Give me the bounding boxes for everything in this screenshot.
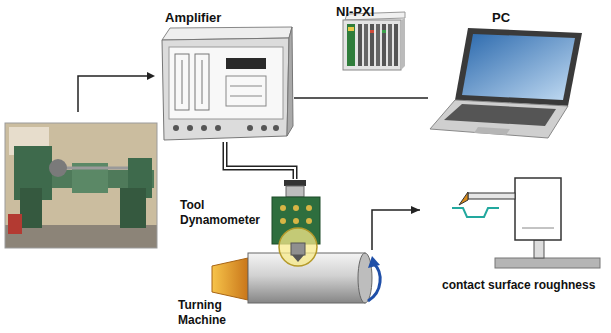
dynamometer-part <box>291 243 305 255</box>
amplifier-device-part <box>273 125 279 131</box>
amplifier-device-part <box>182 60 183 104</box>
laptop-part <box>462 34 575 100</box>
profilometer <box>452 178 600 268</box>
dynamometer-part <box>306 218 312 224</box>
arrow-head <box>294 98 428 99</box>
connector-line <box>372 210 420 250</box>
pxi-chassis-part <box>370 30 374 33</box>
pxi-chassis-part <box>347 24 355 66</box>
amplifier-device-part <box>226 58 266 69</box>
pxi-chassis-part <box>394 24 398 66</box>
lathe-arrow-part <box>147 72 155 80</box>
lathe-photo <box>5 123 157 248</box>
amplifier-device-part <box>201 125 207 131</box>
lathe-photo-part <box>49 159 67 177</box>
lathe-arrow <box>78 72 155 112</box>
amplifier-device-part <box>195 54 209 110</box>
workpiece-part <box>212 258 248 300</box>
amplifier-device-part <box>230 86 262 87</box>
dynamometer <box>272 180 320 266</box>
turning-node: Turning Machine <box>170 250 385 333</box>
pxi-chassis <box>343 12 405 70</box>
device-label: NI-PXI <box>336 4 374 19</box>
laptop-part <box>430 100 568 138</box>
amplifier-device-part <box>261 125 267 131</box>
connector <box>372 210 420 250</box>
daq-node: NI-PXI <box>333 0 411 72</box>
pxi-chassis-part <box>382 30 386 33</box>
dynamometer-part <box>293 218 299 224</box>
arrow-head <box>225 142 295 179</box>
amplifier-device-part <box>287 27 293 136</box>
pxi-chassis-part <box>388 24 392 66</box>
lathe-photo-part <box>5 225 157 248</box>
laptop <box>430 28 582 138</box>
device-label: Tool Dynamometer <box>180 198 266 228</box>
pc-node: PC <box>428 6 584 138</box>
profilometer-part <box>495 258 600 268</box>
profilometer-part <box>522 228 554 229</box>
pxi-chassis-part <box>401 18 405 70</box>
profilometer-part <box>468 193 515 199</box>
amplifier-device-part <box>230 96 262 97</box>
amplifier-device-part <box>247 125 253 131</box>
lathe-photo-part <box>5 123 157 248</box>
pxi-chassis-part <box>348 27 354 31</box>
profilometer-part <box>534 240 544 258</box>
profilometer-part <box>515 178 561 240</box>
workpiece-part <box>358 253 372 303</box>
amplifier-device-part <box>202 60 203 104</box>
amplifier-device-part <box>187 125 193 131</box>
dynamometer-part <box>292 255 304 262</box>
profilometer-part <box>452 208 499 217</box>
dynamometer-part <box>279 228 317 266</box>
amplifier-device-part <box>215 125 221 131</box>
dynamometer-node: Tool Dynamometer <box>176 179 324 250</box>
signal-cable <box>225 142 295 179</box>
amplifier-node: Amplifier <box>158 6 294 142</box>
pxi-chassis-part <box>370 24 374 66</box>
device-label: PC <box>492 10 510 25</box>
pxi-chassis-part <box>376 24 380 66</box>
roughness-node: contact surface roughness <box>420 172 610 296</box>
connector-line <box>294 97 428 99</box>
amplifier-device-part <box>175 54 189 110</box>
device-label: Amplifier <box>165 10 221 25</box>
cable-outline <box>225 142 295 179</box>
rotation-arrow-part <box>368 256 380 268</box>
dynamometer-part <box>280 205 286 211</box>
dynamometer-part <box>286 186 304 197</box>
lathe-photo-part <box>8 214 22 234</box>
amplifier-device-part <box>169 47 283 119</box>
connector-line <box>225 142 295 179</box>
laptop-part <box>455 28 582 106</box>
dynamometer-part <box>293 205 299 211</box>
dynamometer-part <box>306 205 312 211</box>
device-label: contact surface roughness <box>442 278 595 293</box>
lathe-photo-part <box>5 123 157 248</box>
rotation-arrow-part <box>368 264 380 301</box>
amplifier-device-part <box>173 125 179 131</box>
laptop-part <box>444 104 556 126</box>
profilometer-part <box>459 192 468 205</box>
pxi-chassis-part <box>343 20 401 70</box>
lathe-photo-part <box>120 188 146 228</box>
arrow-head <box>372 210 420 250</box>
lathe-photo-part <box>20 188 42 228</box>
device-label: Turning Machine <box>178 298 248 328</box>
dynamometer-part <box>280 218 286 224</box>
connector <box>294 98 428 99</box>
pxi-chassis-part <box>382 24 386 66</box>
dynamometer-part <box>284 180 306 186</box>
pxi-chassis-part <box>358 24 362 66</box>
amplifier-device <box>162 27 293 140</box>
lathe-arrow-part <box>78 76 148 112</box>
amplifier-device-part <box>162 38 289 140</box>
pxi-chassis-part <box>364 24 368 66</box>
rotation-arrow <box>368 256 380 301</box>
amplifier-device-part <box>226 76 266 106</box>
laptop-part <box>474 127 510 135</box>
